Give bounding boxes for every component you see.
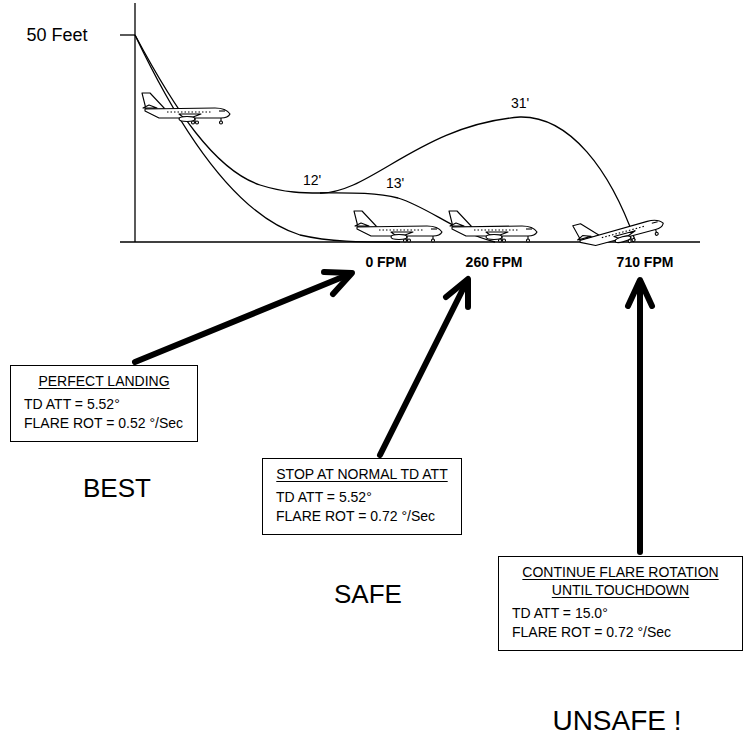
box-value: TD ATT = 5.52° — [276, 488, 448, 507]
airplane-icon — [354, 211, 442, 242]
pointer-arrow — [135, 274, 350, 362]
box-value: TD ATT = 15.0° — [512, 604, 729, 623]
box-heading: CONTINUE FLARE ROTATION UNTIL TOUCHDOWN — [512, 563, 729, 599]
axis-label: 50 Feet — [25, 25, 88, 46]
rating-label: UNSAFE ! — [551, 705, 682, 737]
pointer-arrow — [380, 283, 466, 455]
box-value: TD ATT = 5.52° — [24, 395, 184, 414]
sink-rate-label: 0 FPM — [364, 254, 407, 270]
flight-path — [135, 35, 320, 193]
arrow-head — [324, 272, 352, 294]
outcome-box: STOP AT NORMAL TD ATT TD ATT = 5.52°FLARE… — [262, 458, 462, 535]
box-heading: PERFECT LANDING — [24, 372, 184, 390]
sink-rate-label: 260 FPM — [465, 254, 524, 270]
sink-rate-label: 710 FPM — [616, 254, 675, 270]
box-value: FLARE ROT = 0.72 °/Sec — [276, 507, 448, 526]
pointer-arrow — [637, 284, 643, 552]
height-axis — [134, 3, 135, 242]
height-callout: 31' — [510, 95, 530, 111]
arrow-head — [628, 280, 652, 306]
arrow-head — [446, 279, 468, 307]
height-callout: 12' — [302, 172, 322, 188]
airplane-icon — [449, 211, 537, 242]
rating-label: BEST — [82, 474, 152, 504]
outcome-box: PERFECT LANDING TD ATT = 5.52°FLARE ROT =… — [10, 365, 198, 442]
box-value: FLARE ROT = 0.72 °/Sec — [512, 623, 729, 642]
airplane-icon — [573, 203, 666, 256]
box-value: FLARE ROT = 0.52 °/Sec — [24, 414, 184, 433]
axis-tick — [120, 34, 135, 35]
height-callout: 13' — [385, 175, 405, 191]
outcome-box: CONTINUE FLARE ROTATION UNTIL TOUCHDOWN T… — [498, 556, 743, 651]
rating-label: SAFE — [333, 580, 403, 610]
box-heading: STOP AT NORMAL TD ATT — [276, 465, 448, 483]
airplane-icon — [142, 93, 230, 124]
